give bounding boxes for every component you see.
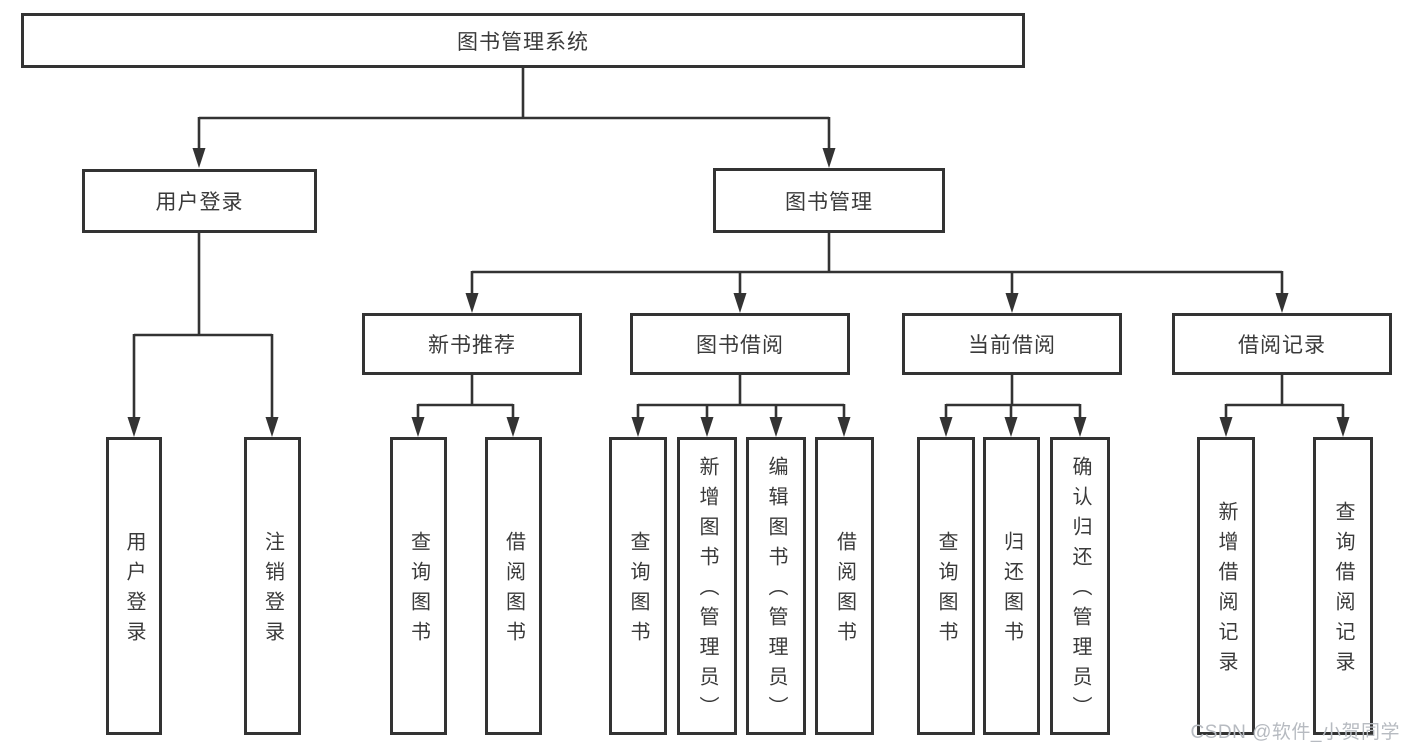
arrowhead-icon	[1004, 417, 1018, 437]
arrowhead-icon	[631, 417, 645, 437]
leaf-label: 查询借阅记录	[1332, 501, 1354, 681]
node-borrowing-records: 借阅记录	[1172, 313, 1392, 375]
arrowhead-icon	[837, 417, 851, 437]
arrowhead-icon	[127, 417, 141, 437]
leaf-label: 查询图书	[407, 531, 430, 651]
leaf-confirm-return-admin: 确认归还（管理员）	[1050, 437, 1110, 735]
arrowhead-icon	[1336, 417, 1350, 437]
leaf-label: 确认归还（管理员）	[1069, 456, 1091, 726]
node-new-book-recommendation: 新书推荐	[362, 313, 582, 375]
arrowhead-icon	[1219, 417, 1233, 437]
arrowhead-icon	[939, 417, 953, 437]
leaf-label: 归还图书	[1000, 531, 1023, 651]
arrowhead-icon	[465, 293, 479, 313]
leaf-query-books-1: 查询图书	[390, 437, 447, 735]
arrowhead-icon	[733, 293, 747, 313]
arrowhead-icon	[1073, 417, 1087, 437]
leaf-return-books: 归还图书	[983, 437, 1040, 735]
arrowhead-icon	[506, 417, 520, 437]
leaf-label: 查询图书	[935, 531, 957, 651]
arrowhead-icon	[822, 148, 836, 168]
leaf-borrow-books-2: 借阅图书	[815, 437, 874, 735]
node-user-login-branch: 用户登录	[82, 169, 317, 233]
arrowhead-icon	[700, 417, 714, 437]
arrowhead-icon	[1005, 293, 1019, 313]
leaf-label: 查询图书	[627, 531, 649, 651]
leaf-borrow-books-1: 借阅图书	[485, 437, 542, 735]
csdn-watermark: CSDN @软件_小贺同学	[1190, 722, 1400, 743]
node-root-system: 图书管理系统	[21, 13, 1025, 68]
arrowhead-icon	[411, 417, 425, 437]
leaf-edit-books-admin: 编辑图书（管理员）	[746, 437, 806, 735]
node-current-borrowing: 当前借阅	[902, 313, 1122, 375]
leaf-add-borrow-record: 新增借阅记录	[1197, 437, 1255, 735]
arrowhead-icon	[192, 148, 206, 168]
leaf-label: 借阅图书	[833, 531, 856, 651]
leaf-add-books-admin: 新增图书（管理员）	[677, 437, 737, 735]
leaf-query-borrow-record: 查询借阅记录	[1313, 437, 1373, 735]
leaf-label: 借阅图书	[502, 531, 525, 651]
leaf-user-login: 用户登录	[106, 437, 162, 735]
leaf-label: 注销登录	[261, 531, 284, 651]
arrowhead-icon	[265, 417, 279, 437]
node-book-management-branch: 图书管理	[713, 168, 945, 233]
arrowhead-icon	[1275, 293, 1289, 313]
leaf-label: 用户登录	[123, 531, 145, 651]
leaf-logout: 注销登录	[244, 437, 301, 735]
leaf-query-books-3: 查询图书	[917, 437, 975, 735]
leaf-label: 编辑图书（管理员）	[765, 456, 787, 726]
leaf-query-books-2: 查询图书	[609, 437, 667, 735]
leaf-label: 新增图书（管理员）	[696, 456, 718, 726]
arrowhead-icon	[769, 417, 783, 437]
leaf-label: 新增借阅记录	[1215, 501, 1237, 681]
node-book-borrowing: 图书借阅	[630, 313, 850, 375]
